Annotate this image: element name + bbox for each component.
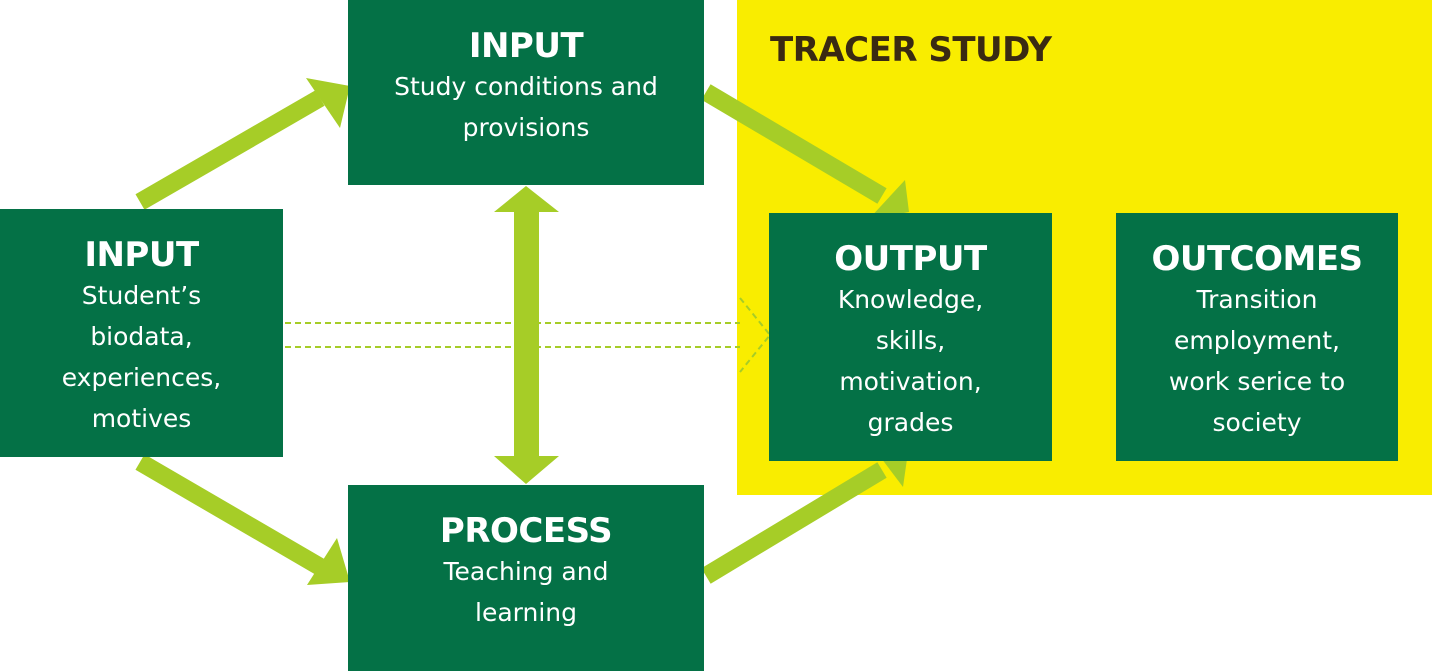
outcomes-box: OUTCOMES Transition employment, work ser… xyxy=(1116,213,1398,461)
input-student-line: Student’s xyxy=(81,281,202,310)
output-box: OUTPUT Knowledge, skills, motivation, gr… xyxy=(769,213,1052,461)
arrow-study-process-bidirectional xyxy=(494,186,559,484)
outcomes-line: work serice to xyxy=(1168,367,1346,396)
input-student-line: biodata, xyxy=(90,322,193,351)
dashed-arrow-student-to-output xyxy=(285,297,772,373)
process-box: PROCESS Teaching and learning xyxy=(348,485,704,671)
input-student-box: INPUT Student’s biodata, experiences, mo… xyxy=(0,209,283,457)
output-line: motivation, xyxy=(839,367,982,396)
input-student-line: experiences, xyxy=(61,363,222,392)
output-line: Knowledge, xyxy=(837,285,984,314)
outcomes-line: Transition xyxy=(1196,285,1318,314)
outcomes-line: society xyxy=(1212,408,1302,437)
output-line: grades xyxy=(867,408,954,437)
arrow-student-to-process xyxy=(135,454,350,585)
input-study-line: provisions xyxy=(462,113,590,142)
arrow-study-to-output xyxy=(701,84,909,220)
arrow-student-to-study xyxy=(135,78,350,210)
input-student-line: motives xyxy=(91,404,192,433)
process-title: PROCESS xyxy=(439,511,613,551)
process-line: Teaching and xyxy=(443,557,609,586)
output-line: skills, xyxy=(875,326,946,355)
input-study-title: INPUT xyxy=(468,26,584,66)
outcomes-line: employment, xyxy=(1174,326,1340,355)
input-student-title: INPUT xyxy=(84,235,199,275)
tracer-study-label: TRACER STUDY xyxy=(770,30,1052,70)
output-title: OUTPUT xyxy=(834,239,987,279)
outcomes-title: OUTCOMES xyxy=(1151,239,1363,279)
input-study-line: Study conditions and xyxy=(394,72,658,101)
input-study-conditions-box: INPUT Study conditions and provisions xyxy=(348,0,704,185)
process-line: learning xyxy=(475,598,577,627)
